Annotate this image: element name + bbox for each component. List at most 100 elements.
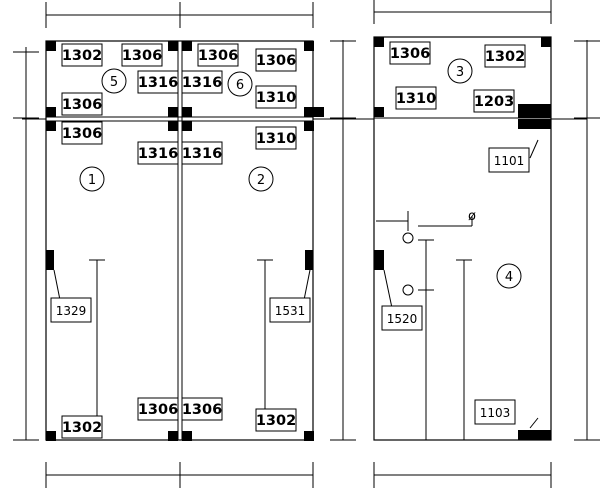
column	[46, 41, 56, 51]
callout-tag: 1101	[488, 147, 530, 173]
column	[168, 121, 178, 131]
column-tag: 1306	[389, 41, 431, 65]
column-tag: 1302	[255, 408, 297, 432]
callout-tag: 1103	[474, 399, 516, 425]
svg-text:1306: 1306	[138, 402, 178, 418]
column	[168, 41, 178, 51]
column-tag: 1306	[255, 48, 297, 72]
svg-text:2: 2	[257, 173, 265, 188]
svg-text:1101: 1101	[494, 154, 525, 168]
column	[305, 250, 313, 270]
outlet-symbol-2	[402, 284, 414, 296]
column	[304, 431, 314, 441]
svg-text:1316: 1316	[138, 146, 178, 162]
room-marker: 3	[447, 58, 473, 84]
column	[518, 104, 551, 118]
column	[168, 107, 178, 117]
svg-text:1329: 1329	[56, 304, 87, 318]
svg-text:1: 1	[88, 173, 96, 188]
column	[304, 107, 324, 117]
column	[168, 431, 178, 441]
svg-text:1306: 1306	[62, 97, 102, 113]
dimension-lines-top	[45, 0, 552, 28]
callout-tag: 1531	[269, 297, 311, 323]
svg-text:3: 3	[456, 65, 464, 80]
column-tag: 1306	[181, 397, 223, 421]
dimension-lines-bottom	[45, 462, 552, 488]
column-tag: 1316	[137, 141, 179, 165]
column-tag: 1302	[484, 44, 526, 68]
column	[182, 41, 192, 51]
column	[182, 431, 192, 441]
svg-text:1310: 1310	[256, 90, 296, 106]
column	[182, 121, 192, 131]
svg-text:1316: 1316	[182, 75, 222, 91]
column-tag: 1316	[181, 141, 223, 165]
column-tag: 1310	[255, 126, 297, 150]
callout-tags: 1329 1531 1101 1520 1103	[50, 147, 530, 425]
column	[46, 121, 56, 131]
column-tag: 1310	[395, 86, 437, 110]
column	[46, 250, 54, 270]
svg-text:1531: 1531	[275, 304, 306, 318]
svg-text:1203: 1203	[474, 94, 514, 110]
svg-text:5: 5	[110, 75, 118, 90]
callout-tag: 1520	[381, 305, 423, 331]
diameter-symbol: ø	[468, 209, 476, 224]
svg-text:1520: 1520	[387, 312, 418, 326]
dimension-lines-vertical	[13, 40, 600, 441]
column-tag: 1306	[61, 121, 103, 145]
room-marker: 5	[101, 68, 127, 94]
column-tag: 1310	[255, 85, 297, 109]
column	[46, 107, 56, 117]
svg-text:1316: 1316	[182, 146, 222, 162]
column	[541, 37, 551, 47]
column	[304, 41, 314, 51]
svg-text:1306: 1306	[198, 48, 238, 64]
svg-text:1310: 1310	[256, 131, 296, 147]
column-tag: 1306	[137, 397, 179, 421]
svg-text:1302: 1302	[485, 49, 525, 65]
room-marker: 1	[79, 166, 105, 192]
column	[46, 431, 56, 441]
outlet-symbol-1	[402, 232, 414, 244]
column	[518, 119, 551, 129]
callout-tag: 1329	[50, 297, 92, 323]
column-tag: 1316	[137, 70, 179, 94]
column	[304, 121, 314, 131]
column-tag: 1302	[61, 415, 103, 439]
column-tag: 1316	[181, 70, 223, 94]
column	[374, 37, 384, 47]
column-tag: 1203	[473, 89, 515, 113]
svg-text:1306: 1306	[390, 46, 430, 62]
room-marker: 4	[496, 263, 522, 289]
svg-text:1310: 1310	[396, 91, 436, 107]
outlet-symbols: ø	[402, 209, 476, 296]
svg-text:1306: 1306	[122, 48, 162, 64]
svg-text:1103: 1103	[480, 406, 511, 420]
room-marker: 6	[227, 71, 253, 97]
svg-text:1306: 1306	[62, 126, 102, 142]
column	[374, 250, 384, 270]
svg-text:1302: 1302	[62, 420, 102, 436]
svg-text:1306: 1306	[256, 53, 296, 69]
svg-text:1316: 1316	[138, 75, 178, 91]
svg-text:1302: 1302	[62, 48, 102, 64]
room-markers: 1 2 3 4 5 6	[79, 58, 522, 289]
column-tag: 1306	[121, 43, 163, 67]
interior-lines	[53, 139, 539, 440]
column-tag: 1306	[197, 43, 239, 67]
column-tags: 1302 1306 1316 1306 1316 1306 1310 1306 …	[61, 41, 526, 439]
column	[182, 107, 192, 117]
column-tag: 1306	[61, 92, 103, 116]
svg-text:1302: 1302	[256, 413, 296, 429]
column	[374, 107, 384, 117]
svg-text:1306: 1306	[182, 402, 222, 418]
svg-text:6: 6	[236, 78, 244, 93]
column-tag: 1302	[61, 43, 103, 67]
room-marker: 2	[248, 166, 274, 192]
columns	[46, 37, 551, 441]
column	[518, 430, 551, 440]
svg-text:4: 4	[505, 270, 513, 285]
